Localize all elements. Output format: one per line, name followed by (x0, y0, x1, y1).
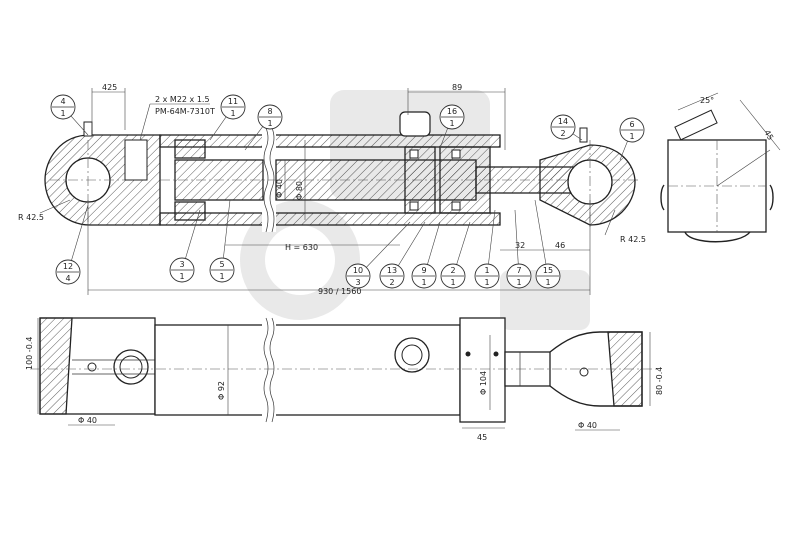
part-balloon: 91 (411, 221, 441, 289)
part-balloon: 151 (534, 199, 561, 289)
dim-45-bottom: 45 (477, 433, 487, 442)
dim-45-side: 45 (762, 129, 775, 142)
radius-left: R 42.5 (18, 213, 44, 222)
balloon-part-number: 4 (60, 97, 65, 106)
balloon-part-number: 16 (447, 107, 457, 116)
dim-425-top: 425 (102, 83, 117, 92)
dia-104: Φ 104 (479, 371, 488, 395)
balloon-leader (357, 221, 411, 277)
dim-32: 32 (515, 241, 525, 250)
balloon-part-number: 2 (450, 266, 455, 275)
height-100: 100 -0.4 (25, 337, 34, 370)
part-balloon: 111 (209, 94, 246, 141)
balloon-quantity: 2 (389, 278, 394, 287)
left-eye-mount (44, 121, 161, 226)
thread-label: 2 x M22 x 1.5 (155, 95, 210, 104)
piston-gland (174, 111, 491, 221)
part-balloon: 11 (474, 209, 500, 289)
length-930-1560: 930 / 1560 (318, 287, 361, 296)
part-balloon: 81 (244, 104, 283, 151)
right-eye-mount (539, 127, 636, 230)
balloon-part-number: 5 (219, 260, 224, 269)
dia-40-left: Φ 40 (78, 416, 97, 425)
part-balloon: 13 2 (379, 221, 426, 289)
angle-25: 25° (700, 96, 714, 105)
part-balloon: 41 (50, 94, 89, 136)
balloon-quantity: 2 (560, 129, 565, 138)
balloon-quantity: 1 (545, 278, 550, 287)
part-balloon: 142 (550, 114, 583, 141)
outside-view: 100 -0.4 Φ 92 Φ 104 45 Φ 40 Φ 40 80 -0.4 (25, 317, 664, 442)
balloon-quantity: 1 (421, 278, 426, 287)
balloon-part-number: 11 (228, 97, 238, 106)
part-balloon: 161 (439, 104, 465, 149)
balloon-part-number: 1 (484, 266, 489, 275)
balloon-part-number: 3 (179, 260, 184, 269)
balloon-quantity: 1 (267, 119, 272, 128)
balloon-quantity: 1 (219, 272, 224, 281)
balloon-leader (534, 199, 549, 277)
radius-right: R 42.5 (620, 235, 646, 244)
balloon-quantity: 1 (230, 109, 235, 118)
balloon-part-number: 15 (543, 266, 553, 275)
dia-40-right: Φ 40 (578, 421, 597, 430)
part-balloon: 71 (506, 209, 532, 289)
part-balloon: 61 (619, 117, 645, 161)
balloon-part-number: 8 (267, 107, 272, 116)
balloon-quantity: 1 (516, 278, 521, 287)
part-balloon: 21 (440, 221, 471, 289)
balloon-part-number: 10 (353, 266, 363, 275)
part-balloon: 124 (55, 204, 89, 285)
part-balloon: 31 (169, 209, 201, 283)
dia-80-bore: Φ 80 (295, 181, 304, 200)
balloon-part-number: 7 (516, 266, 521, 275)
balloon-quantity: 3 (355, 278, 360, 287)
balloon-quantity: 1 (179, 272, 184, 281)
balloon-quantity: 4 (65, 274, 70, 283)
dim-89: 89 (452, 83, 462, 92)
dia-40-rod: Φ 40 (275, 179, 284, 198)
balloon-part-number: 13 (387, 266, 397, 275)
balloon-part-number: 14 (558, 117, 568, 126)
balloon-part-number: 9 (421, 266, 426, 275)
part-balloon: 103 (345, 221, 411, 289)
height-80: 80 -0.4 (655, 367, 664, 395)
stroke-h-630: H = 630 (285, 243, 318, 252)
balloon-part-number: 6 (629, 120, 634, 129)
part-balloon: 51 (209, 199, 235, 283)
balloon-quantity: 1 (484, 278, 489, 287)
fitting-label: PM-64M-7310T (155, 107, 215, 116)
balloon-quantity: 1 (629, 132, 634, 141)
balloon-quantity: 1 (449, 119, 454, 128)
dia-92: Φ 92 (217, 381, 226, 400)
end-detail-view: 25° 45 (660, 92, 781, 243)
balloon-quantity: 1 (60, 109, 65, 118)
balloon-quantity: 1 (450, 278, 455, 287)
section-view: 425 2 x M22 x 1.5 PM-64M-7310T 89 R 42.5… (18, 83, 646, 296)
balloon-part-number: 12 (63, 262, 73, 271)
dim-46: 46 (555, 241, 565, 250)
